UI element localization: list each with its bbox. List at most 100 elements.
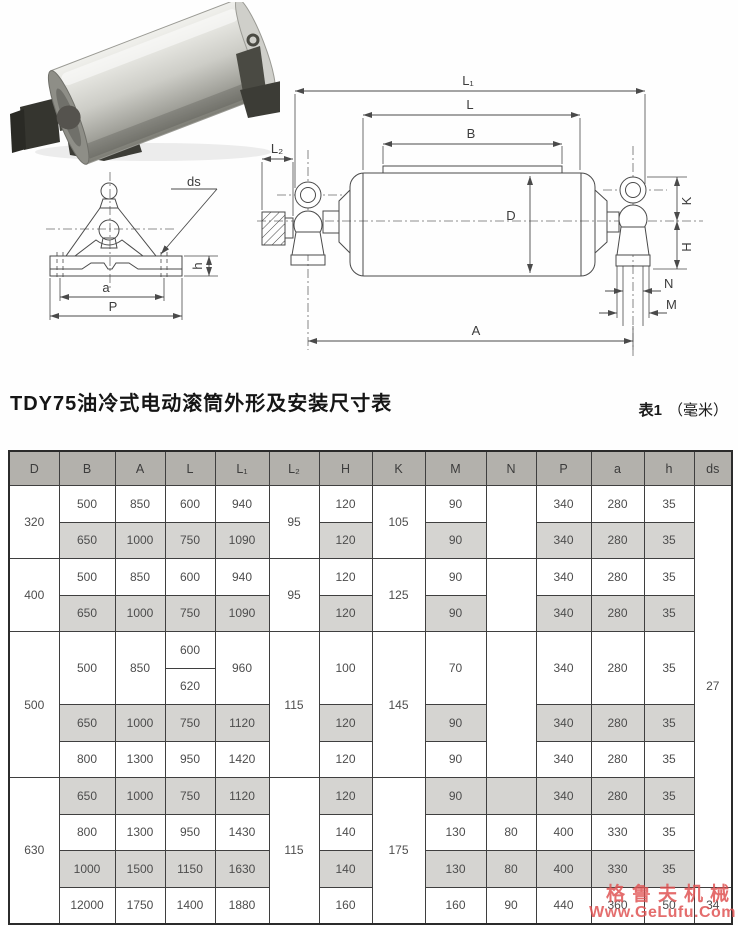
cell: 140 <box>318 850 373 888</box>
cell-D: 320 <box>8 485 60 559</box>
cell-ds: 27 <box>693 485 733 888</box>
cell: 280 <box>590 594 645 632</box>
cell: 340 <box>535 740 592 778</box>
col-header-D: D <box>8 450 60 486</box>
table-row: 650 1000 750 1120 120 90 340 280 35 <box>9 704 732 742</box>
cell: 650 <box>58 594 116 632</box>
table-unit: （毫米） <box>667 402 728 419</box>
cell: 750 <box>164 704 216 742</box>
cell: 1090 <box>214 521 270 559</box>
cell: 1000 <box>114 777 166 815</box>
cell: 35 <box>643 485 695 523</box>
cell: 35 <box>643 631 695 705</box>
table-row: 400 500 850 600 940 95 120 125 90 340 28… <box>8 558 732 632</box>
dim-label-k: K <box>679 196 694 205</box>
cell-L2: 115 <box>268 777 320 924</box>
cell: 950 <box>164 813 216 851</box>
col-header-L: L <box>164 450 216 486</box>
cell: 280 <box>590 740 645 778</box>
cell: 800 <box>58 740 116 778</box>
cell: 1400 <box>164 886 216 924</box>
cell: 120 <box>318 740 373 778</box>
dimension-A: A <box>308 323 634 350</box>
cell-D: 630 <box>8 777 60 924</box>
col-header-ds: ds <box>693 450 733 486</box>
end-view-drawing: ds h a P <box>46 172 218 320</box>
cell: 340 <box>535 631 592 705</box>
cell-L2: 115 <box>268 631 320 778</box>
cell: 600 <box>164 558 216 596</box>
dimension-D: D <box>506 176 533 273</box>
cell: 120 <box>318 521 373 559</box>
cell: 90 <box>424 704 487 742</box>
cell: 340 <box>535 704 592 742</box>
cell: 1120 <box>214 777 270 815</box>
cell: 940 <box>214 485 270 523</box>
cell: 850 <box>114 558 166 596</box>
cell: 160 <box>318 886 373 924</box>
cell: 35 <box>643 521 695 559</box>
table-row: 12000 1750 1400 1880 160 160 90 440 360 … <box>9 886 733 924</box>
cell-N <box>485 631 537 778</box>
cell: 1750 <box>114 886 166 924</box>
dimension-a: a <box>59 278 165 301</box>
col-header-L2: L₂ <box>268 450 320 486</box>
cell-N <box>485 777 537 815</box>
cell: 80 <box>485 850 537 888</box>
drum-body <box>322 165 620 277</box>
cell: 1880 <box>214 886 270 924</box>
cell: 130 <box>424 813 487 851</box>
cell: 160 <box>424 886 487 924</box>
cell: 1000 <box>114 594 166 632</box>
cell: 620 <box>164 667 216 705</box>
cell-ds: 34 <box>693 886 733 924</box>
cell: 340 <box>535 777 592 815</box>
cell: 35 <box>643 740 695 778</box>
cell: 120 <box>318 594 373 632</box>
bracket-centerlines <box>46 172 176 288</box>
dim-label-a: A <box>472 323 481 338</box>
dimension-B: B <box>382 126 563 164</box>
cell: 35 <box>643 594 695 632</box>
col-header-K: K <box>371 450 426 486</box>
cell-N <box>485 558 537 632</box>
cell: 850 <box>114 485 166 523</box>
cell: 1300 <box>114 740 166 778</box>
cell: 340 <box>535 594 592 632</box>
cell: 500 <box>58 558 116 596</box>
cell: 650 <box>58 704 116 742</box>
cell: 90 <box>485 886 537 924</box>
cell: 1120 <box>214 704 270 742</box>
cell-L2: 95 <box>268 558 320 632</box>
cell: 280 <box>590 777 645 815</box>
cell: 650 <box>58 521 116 559</box>
cell: 650 <box>58 777 116 815</box>
cell: 950 <box>164 740 216 778</box>
cell: 1090 <box>214 594 270 632</box>
dim-label-ds: ds <box>187 174 201 189</box>
cell: 35 <box>643 777 695 815</box>
dim-label-d: D <box>506 208 515 223</box>
col-header-B: B <box>58 450 116 486</box>
cell: 90 <box>424 594 487 632</box>
cell: 340 <box>535 485 592 523</box>
cell: 360 <box>590 886 645 924</box>
dimension-M: M <box>599 297 677 316</box>
cell: 120 <box>318 485 373 523</box>
dimension-L2: L₂ <box>261 141 294 216</box>
cell: 90 <box>424 521 487 559</box>
dim-label-b: B <box>467 126 476 141</box>
cell: 35 <box>643 850 695 888</box>
dimension-h: h <box>184 255 218 277</box>
dim-label-n: N <box>664 276 673 291</box>
header-row: D B A L L₁ L₂ H K M N P a h ds <box>8 450 733 486</box>
cell: 1000 <box>114 704 166 742</box>
dimension-table: D B A L L₁ L₂ H K M N P a h ds 320 500 8… <box>8 450 733 925</box>
left-bearing-bracket <box>290 181 326 266</box>
cell: 1500 <box>114 850 166 888</box>
cell: 70 <box>424 631 487 705</box>
cell: 340 <box>535 521 592 559</box>
cell-D: 400 <box>8 558 60 632</box>
left-gearbox <box>261 211 294 246</box>
cell: 940 <box>214 558 270 596</box>
